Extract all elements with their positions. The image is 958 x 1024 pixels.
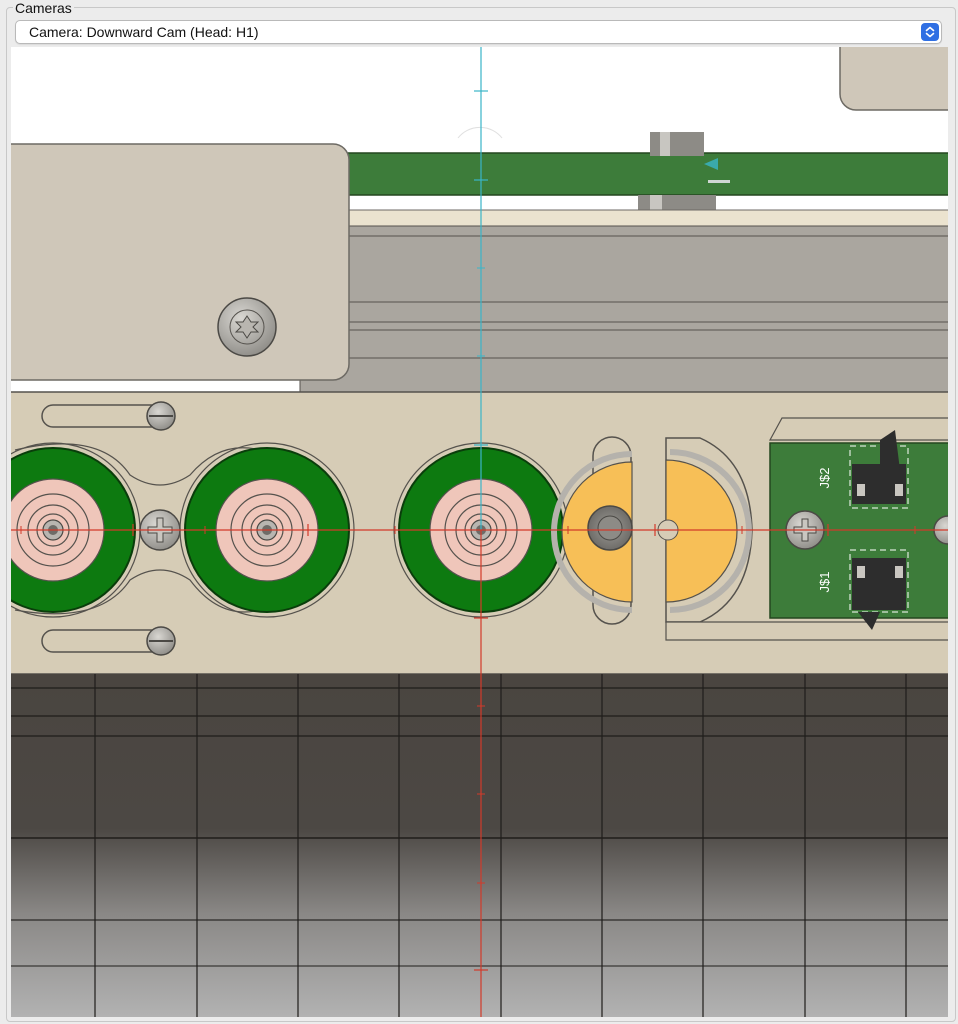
pcb-marker-line: [708, 180, 730, 183]
top-right-bracket: [839, 47, 948, 111]
camera-select-value: Camera: Downward Cam (Head: H1): [29, 24, 259, 40]
left-block: [11, 143, 350, 381]
connector-j2: [849, 430, 909, 509]
torx-screw: [217, 297, 277, 357]
rail-extrusion: [299, 209, 948, 395]
camera-view[interactable]: J$2 J$1: [11, 47, 948, 1017]
connector-label-j1: J$1: [817, 572, 832, 593]
pcb-strip: [299, 152, 948, 196]
pcb-arrow-marker: [704, 158, 718, 170]
cylinder-standoff: [638, 132, 716, 211]
connector-j1: [849, 549, 909, 630]
connector-bracket: [665, 417, 948, 641]
cameras-group: [6, 7, 956, 1022]
crosshair: [11, 47, 948, 1017]
group-title: Cameras: [13, 0, 74, 16]
slot-bottom: [41, 626, 176, 656]
camera-select[interactable]: Camera: Downward Cam (Head: H1): [15, 20, 942, 44]
connector-label-j2: J$2: [817, 468, 832, 489]
up-down-chevron-icon[interactable]: [921, 23, 939, 41]
slot-top: [41, 401, 176, 431]
floor-grid: [11, 674, 948, 1017]
